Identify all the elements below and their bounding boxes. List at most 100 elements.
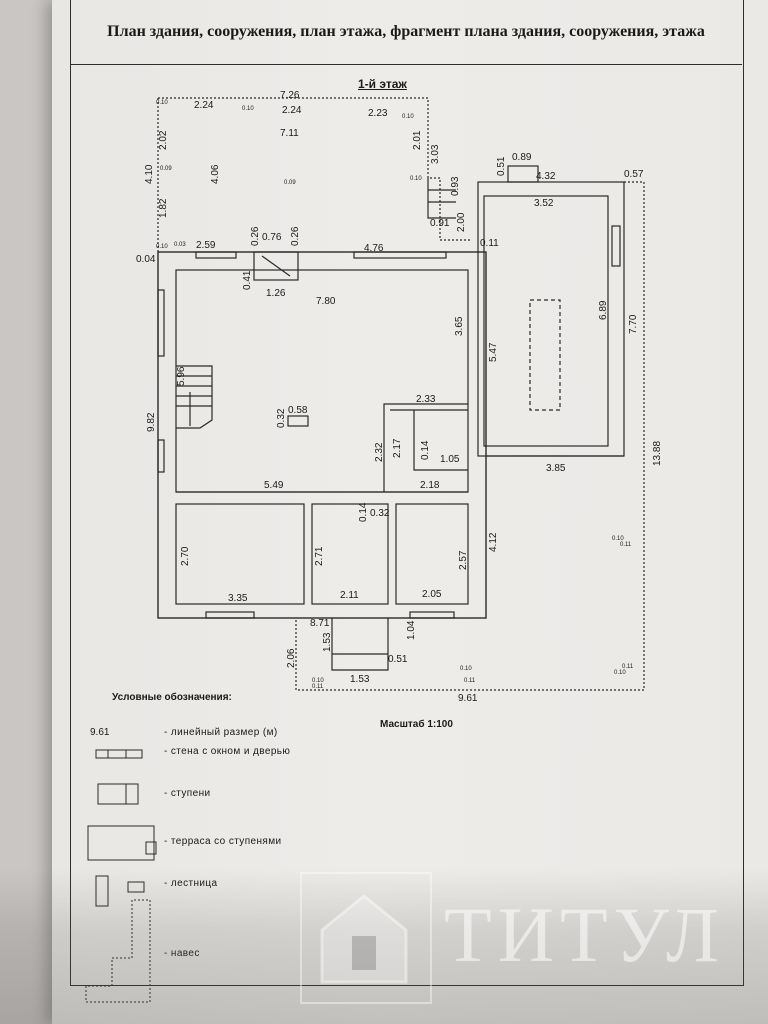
- dim-label: 0.41: [242, 270, 253, 290]
- dim-label: 2.59: [196, 240, 216, 251]
- dim-label: 0.93: [450, 176, 461, 196]
- legend-item: - навес: [164, 948, 200, 959]
- level-mark: 0.11: [620, 542, 632, 548]
- level-mark: 0.11: [464, 678, 476, 684]
- canopy-outline: [295, 181, 645, 691]
- dim-label: 3.65: [454, 316, 465, 336]
- dim-label: 6.89: [598, 300, 609, 320]
- legend-item: - стена с окном и дверью: [164, 746, 291, 757]
- legend-wall-symbol: [95, 749, 143, 759]
- legend-symbols: [85, 749, 157, 1003]
- dim-label: 0.51: [496, 156, 507, 176]
- level-mark: 0.10: [612, 536, 624, 542]
- room-middle: [311, 503, 389, 605]
- fireplace: [253, 251, 299, 281]
- dim-label: 7.70: [628, 314, 639, 334]
- legend-steps-symbol: [97, 783, 139, 805]
- window: [195, 251, 237, 259]
- dim-label: 9.82: [146, 412, 157, 432]
- dim-label: 0.57: [624, 169, 644, 180]
- house-outer-wall: [157, 251, 487, 619]
- window: [353, 251, 447, 259]
- level-mark: 0.11: [312, 684, 324, 690]
- legend-item: - терраса со ступенями: [164, 836, 282, 847]
- dim-label: 1.04: [406, 620, 417, 640]
- dim-label: 2.33: [416, 394, 436, 405]
- level-mark: 0.10: [156, 244, 168, 250]
- window: [205, 611, 255, 619]
- level-mark: 0.10: [460, 666, 472, 672]
- small-box: [287, 415, 309, 427]
- scale-label: Масштаб 1:100: [380, 719, 453, 730]
- legend-sample-value: 9.61: [90, 727, 110, 738]
- level-mark: 0.10: [242, 106, 254, 112]
- table: [529, 299, 561, 411]
- dim-label: 1.26: [266, 288, 286, 299]
- stair-outline: [176, 365, 213, 429]
- watermark-text: ТИТУЛ: [444, 891, 725, 978]
- level-mark: 0.09: [284, 180, 296, 186]
- dim-label: 7.11: [280, 128, 299, 139]
- dim-label: 1.53: [322, 632, 333, 652]
- dim-label: 0.26: [250, 226, 261, 246]
- dim-label: 2.17: [392, 438, 403, 458]
- dim-label: 5.96: [176, 366, 187, 386]
- dimension-labels: 7.26 2.24 2.24 2.23 7.11 2.02 2.01 3.03 …: [136, 90, 663, 704]
- level-mark: 0.11: [622, 664, 634, 670]
- dim-label: 0.91: [430, 218, 450, 229]
- level-marks: 0.10 0.10 0.10 0.09 0.09 0.10 0.10 0.03 …: [156, 100, 634, 690]
- level-mark: 0.10: [156, 100, 168, 106]
- legend-title: Условные обозначения:: [112, 692, 232, 703]
- dim-label: 4.12: [488, 532, 499, 552]
- room-left: [175, 503, 305, 605]
- window: [611, 225, 621, 267]
- legend-item: - лестница: [164, 878, 218, 889]
- level-mark: 0.10: [614, 670, 626, 676]
- dim-label: 0.76: [262, 232, 282, 243]
- porch: [331, 618, 389, 671]
- dim-label: 2.06: [286, 648, 297, 668]
- dim-label: 0.32: [276, 408, 287, 428]
- dim-label: 0.89: [512, 152, 532, 163]
- dim-label: 4.76: [364, 243, 384, 254]
- dim-label: 1.82: [158, 198, 169, 218]
- window: [409, 611, 455, 619]
- dim-label: 2.11: [340, 590, 359, 601]
- dim-label: 2.18: [420, 480, 440, 491]
- dim-label: 4.10: [144, 164, 155, 184]
- dim-label: 0.04: [136, 254, 156, 265]
- bath-wall: [383, 403, 468, 492]
- level-mark: 0.10: [312, 678, 324, 684]
- paper-sheet: [52, 0, 768, 1024]
- level-mark: 0.03: [174, 242, 186, 248]
- legend-stair-symbol: [95, 875, 109, 907]
- dim-label: 0.11: [480, 238, 499, 249]
- dim-label: 13.88: [652, 441, 663, 466]
- dim-label: 2.23: [368, 108, 388, 119]
- document-title: План здания, сооружения, план этажа, фра…: [107, 23, 705, 40]
- legend-item: - линейный размер (м): [164, 727, 278, 738]
- legend-terrace-symbol: [87, 825, 155, 861]
- step-box: [507, 165, 539, 183]
- dim-label: 0.26: [290, 226, 301, 246]
- dim-label: 5.47: [488, 342, 499, 362]
- dim-label: 0.14: [358, 502, 369, 522]
- dim-label: 2.05: [422, 589, 442, 600]
- dim-label: 0.14: [420, 440, 431, 460]
- dim-label: 2.71: [314, 546, 325, 566]
- dim-label: 0.58: [288, 405, 308, 416]
- dim-label: 2.01: [412, 130, 423, 150]
- room-right: [395, 503, 469, 605]
- dim-label: 0.32: [370, 508, 390, 519]
- fireplace-mark: [261, 255, 291, 277]
- legend-item: - ступени: [164, 788, 211, 799]
- dim-label: 1.53: [350, 674, 370, 685]
- legend-canopy-symbol: [85, 899, 151, 1003]
- title-box: План здания, сооружения, план этажа, фра…: [70, 0, 742, 65]
- window: [157, 289, 165, 357]
- dim-label: 3.52: [534, 198, 554, 209]
- dim-label: 2.00: [456, 212, 467, 232]
- dim-label: 3.35: [228, 593, 248, 604]
- dim-label: 3.85: [546, 463, 566, 474]
- dim-label: 7.80: [316, 296, 336, 307]
